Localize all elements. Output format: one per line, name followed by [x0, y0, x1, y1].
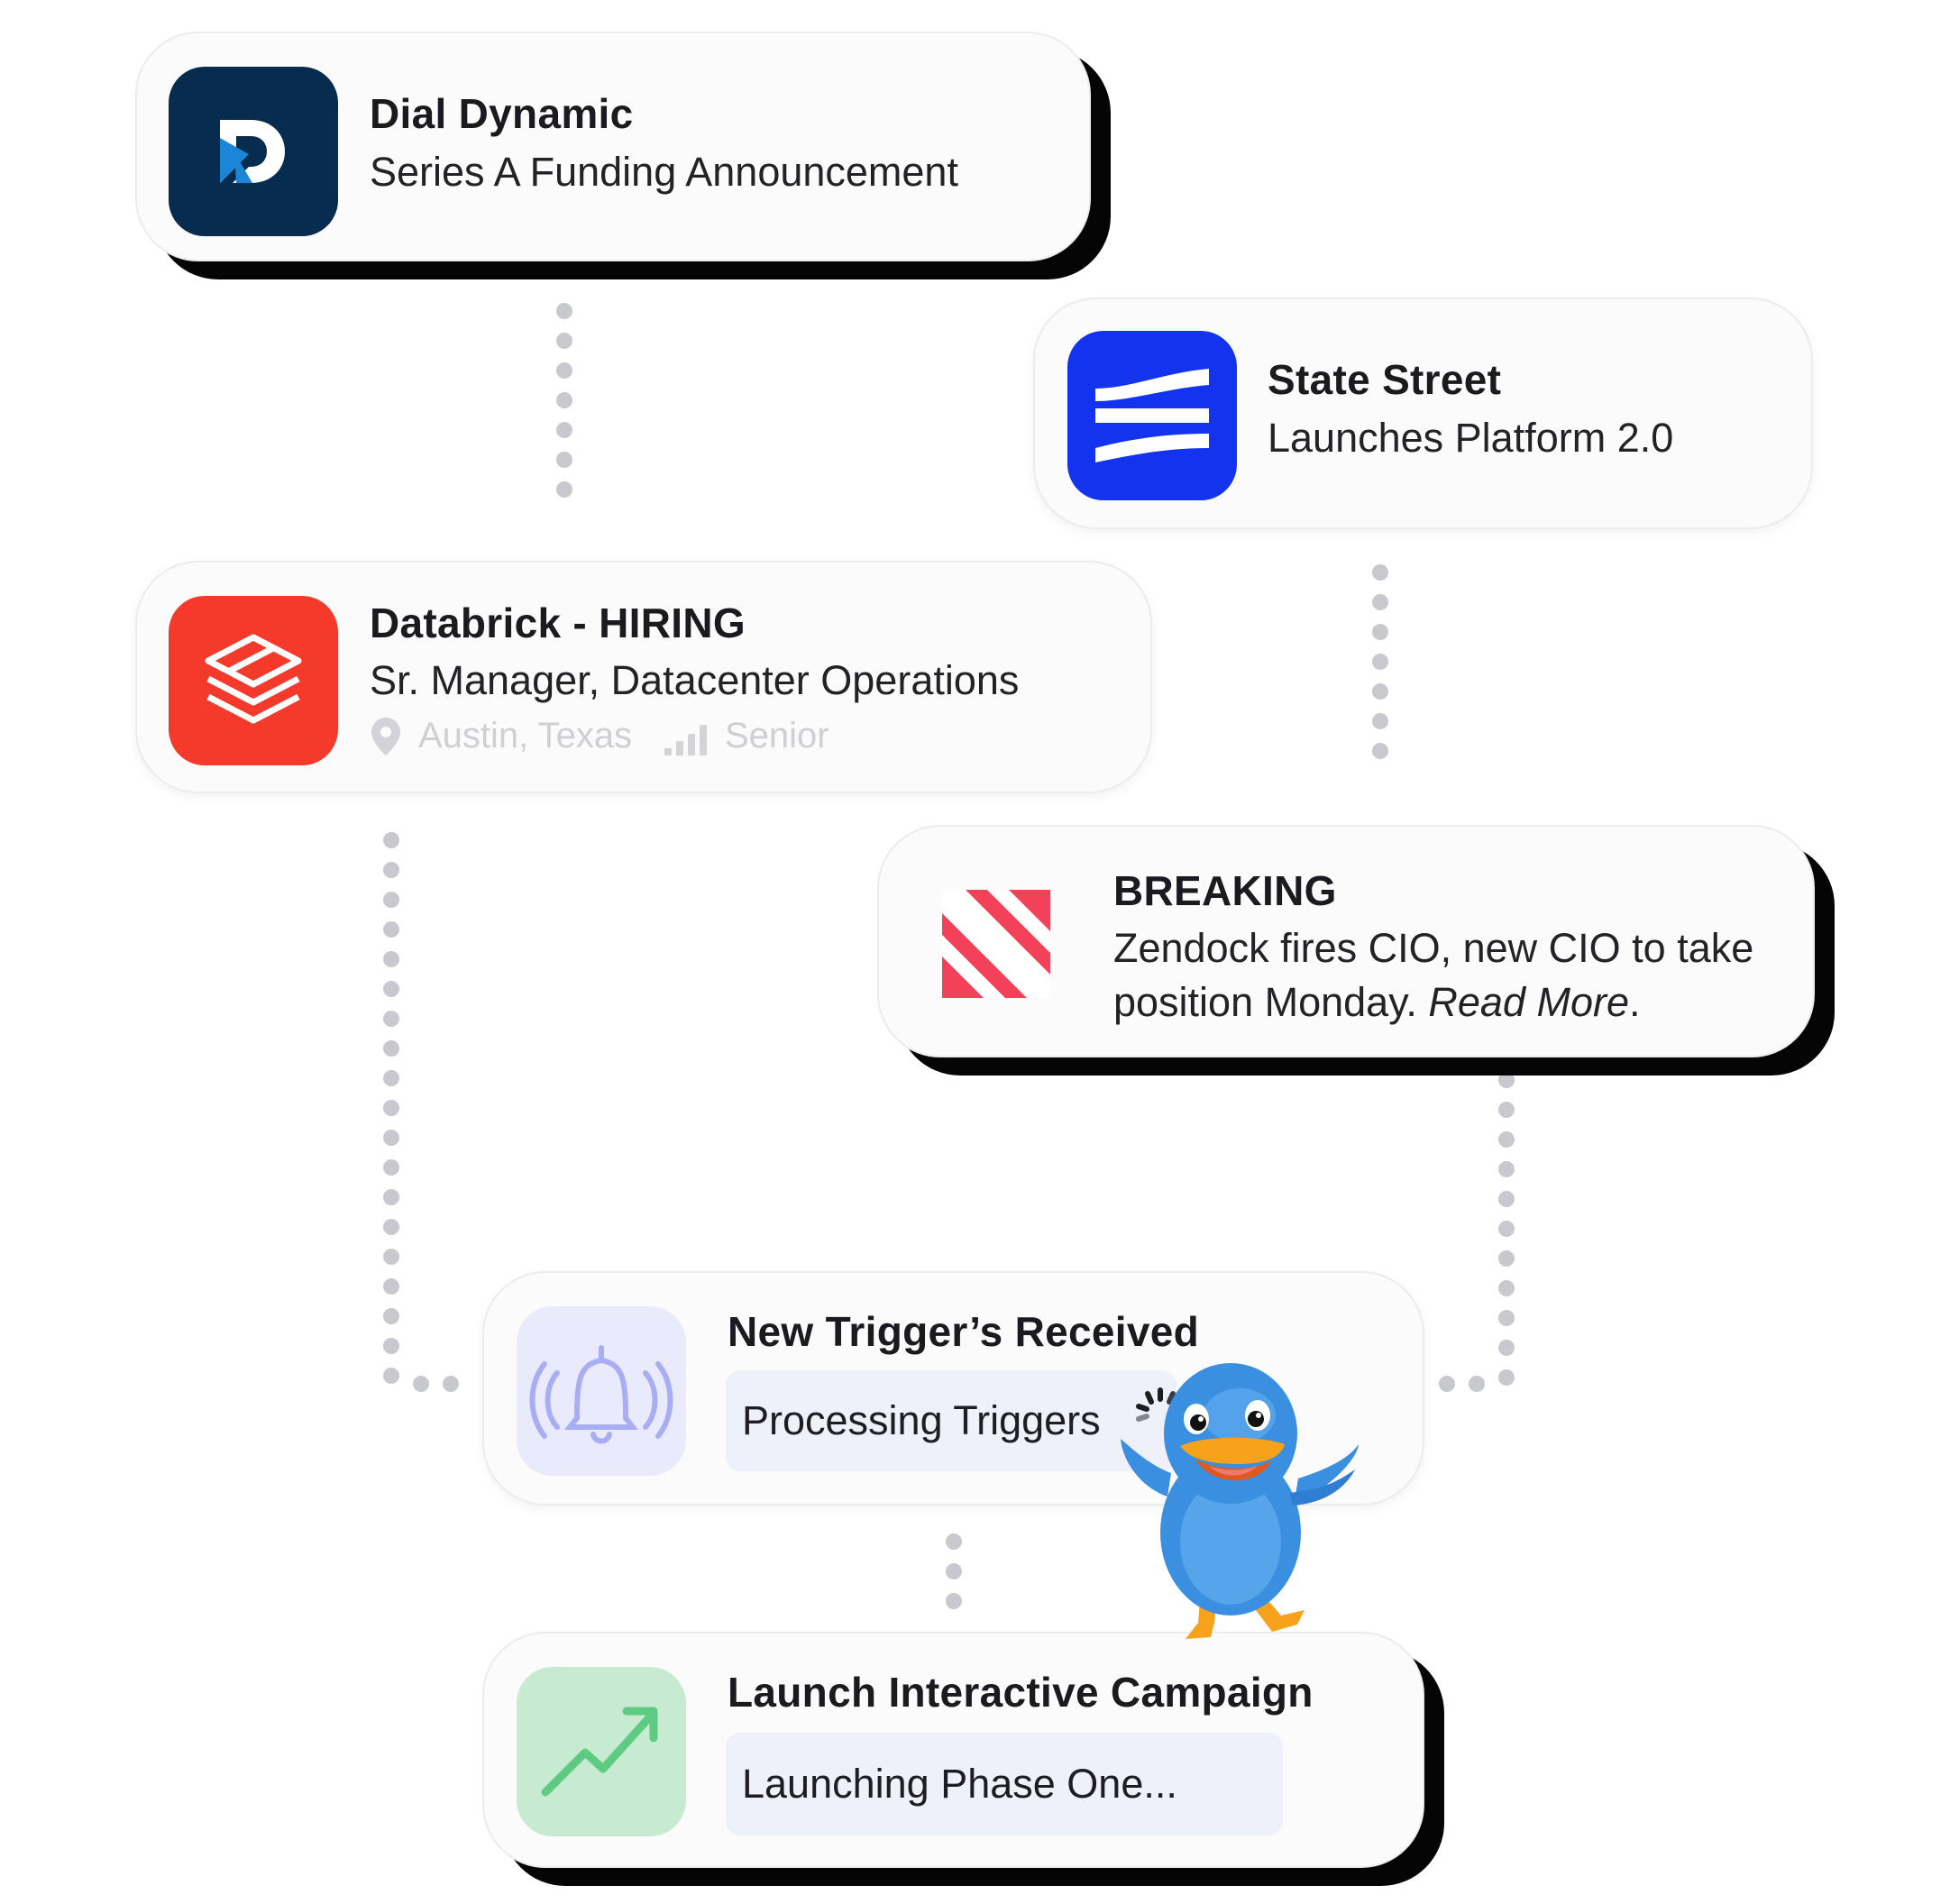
- card-databrick[interactable]: Databrick - HIRING Sr. Manager, Datacent…: [135, 561, 1152, 793]
- connector-dot: [556, 333, 572, 349]
- breaking-text: Zendock fires CIO, new CIO to take posit…: [1113, 925, 1754, 1025]
- connector-dot: [1498, 1280, 1515, 1296]
- connector-dot: [383, 1130, 399, 1146]
- card-dial-dynamic[interactable]: Dial Dynamic Series A Funding Announceme…: [135, 32, 1091, 261]
- loading-spinner-icon: [1136, 1387, 1176, 1422]
- campaign-status: Launching Phase One...: [742, 1761, 1177, 1807]
- connector-dot: [383, 1338, 399, 1354]
- connector-dot: [383, 951, 399, 967]
- campaign-status-pill: Launching Phase One...: [726, 1733, 1283, 1835]
- connector-dot: [1498, 1369, 1515, 1386]
- connector-dot: [1372, 594, 1388, 610]
- state-street-logo: [1067, 331, 1237, 500]
- location-pin-icon: [371, 718, 400, 755]
- duck-mascot-image: [1121, 1363, 1359, 1639]
- connector-dot: [383, 1219, 399, 1235]
- trigger-status: Processing Triggers: [742, 1397, 1101, 1443]
- connector-dot: [1498, 1310, 1515, 1326]
- connector-dot: [383, 1249, 399, 1265]
- databrick-subtitle: Sr. Manager, Datacenter Operations: [370, 657, 1020, 703]
- state-subtitle: Launches Platform 2.0: [1268, 415, 1674, 461]
- connector-dot: [413, 1376, 429, 1392]
- news-logo: [942, 890, 1050, 998]
- connector-dot: [946, 1593, 962, 1609]
- dial-subtitle: Series A Funding Announcement: [370, 149, 958, 195]
- connector-dot: [1439, 1376, 1455, 1392]
- breaking-title: BREAKING: [1113, 867, 1337, 914]
- connector-dot: [946, 1533, 962, 1550]
- connector-dot: [1469, 1376, 1485, 1392]
- connector-dot: [1498, 1340, 1515, 1356]
- trigger-title: New Trigger’s Received: [728, 1308, 1200, 1355]
- connector-dot: [1498, 1221, 1515, 1237]
- connector-dot: [1372, 564, 1388, 581]
- connector-dot: [556, 362, 572, 379]
- card-state-street[interactable]: State Street Launches Platform 2.0: [1033, 298, 1813, 529]
- connector-dot: [383, 1189, 399, 1205]
- connector-dot: [383, 1308, 399, 1324]
- connector-dot: [383, 1040, 399, 1057]
- connector-dot: [383, 862, 399, 878]
- connector-dot: [383, 892, 399, 908]
- connector-dot: [556, 452, 572, 468]
- dial-dynamic-logo: [169, 67, 338, 236]
- connector-dot: [946, 1563, 962, 1579]
- card-breaking[interactable]: BREAKING Zendock fires CIO, new CIO to t…: [877, 825, 1815, 1057]
- connector-dot: [383, 1278, 399, 1295]
- connector-dot: [383, 1100, 399, 1116]
- connector-dot: [556, 303, 572, 319]
- connector-dot: [1372, 654, 1388, 670]
- signal-level-icon: [664, 725, 707, 755]
- connector-dot: [1498, 1131, 1515, 1148]
- connector-dot: [1498, 1072, 1515, 1088]
- connector-dot: [1372, 743, 1388, 759]
- connector-dot: [1372, 683, 1388, 700]
- databrick-level: Senior: [725, 716, 829, 755]
- connector-dot: [383, 1159, 399, 1176]
- connector-dot: [443, 1376, 459, 1392]
- connector-dot: [1498, 1191, 1515, 1207]
- state-title: State Street: [1268, 356, 1502, 403]
- read-more-period: .: [1629, 979, 1641, 1025]
- connector-dot: [383, 1368, 399, 1384]
- trend-up-icon: [517, 1667, 686, 1836]
- connector-dot: [1372, 713, 1388, 729]
- connector-dot: [383, 832, 399, 848]
- read-more-link[interactable]: Read More: [1428, 979, 1629, 1025]
- connector-dot: [1372, 624, 1388, 640]
- databrick-location: Austin, Texas: [418, 716, 633, 755]
- connector-dot: [383, 921, 399, 938]
- connector-dot: [1498, 1161, 1515, 1177]
- connector-dot: [383, 1011, 399, 1027]
- card-campaign[interactable]: Launch Interactive Campaign Launching Ph…: [482, 1632, 1424, 1868]
- connector-dot: [1498, 1102, 1515, 1118]
- databricks-logo: [169, 596, 338, 765]
- connector-dot: [556, 481, 572, 498]
- databrick-title: Databrick - HIRING: [370, 600, 746, 646]
- dial-title: Dial Dynamic: [370, 90, 634, 137]
- connector-dot: [556, 392, 572, 408]
- connector-dot: [383, 981, 399, 997]
- connector-dot: [556, 422, 572, 438]
- trigger-status-pill: Processing Triggers: [726, 1370, 1176, 1471]
- connector-dot: [1498, 1250, 1515, 1267]
- campaign-title: Launch Interactive Campaign: [728, 1669, 1314, 1716]
- bell-icon: [517, 1306, 686, 1476]
- connector-dot: [383, 1070, 399, 1086]
- breaking-body: Zendock fires CIO, new CIO to take posit…: [1113, 921, 1799, 1030]
